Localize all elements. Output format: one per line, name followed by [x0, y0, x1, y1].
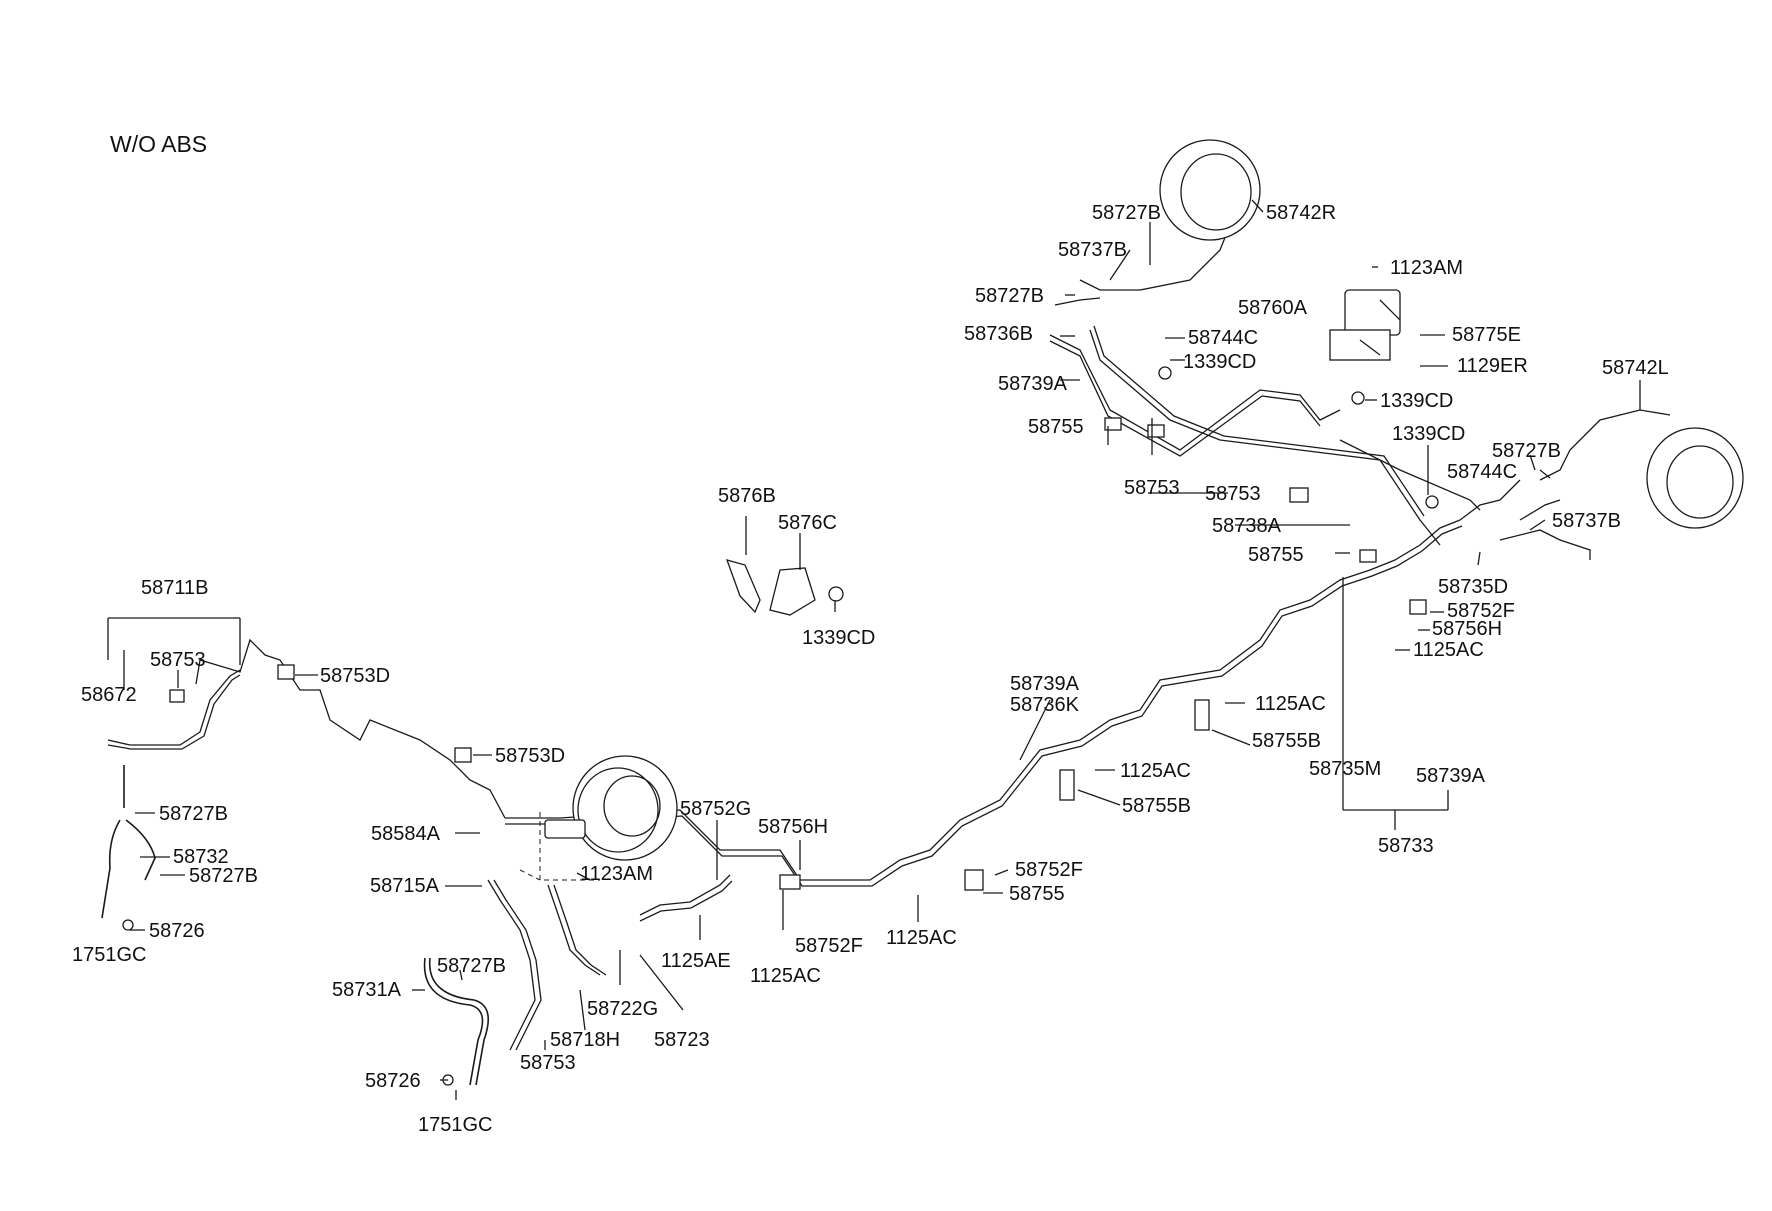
title-wo-abs: W/O ABS: [110, 131, 207, 157]
label-58711b: 58711B: [141, 577, 208, 599]
rear-right-drum: [1159, 139, 1261, 241]
label-58731a: 58731A: [332, 979, 402, 1001]
label-1129er: 1129ER: [1457, 355, 1528, 377]
clip-58753-b: [1147, 424, 1165, 438]
label-58775e: 58775E: [1452, 324, 1521, 346]
label-58738a: 58738A: [1212, 515, 1282, 537]
label-58726-b: 58726: [365, 1070, 421, 1092]
bolt-1339cd-a: [1158, 366, 1172, 380]
label-58727b-e: 58727B: [189, 865, 258, 887]
label-58735d: 58735D: [1438, 576, 1508, 598]
label-58736b: 58736B: [964, 323, 1033, 345]
label-58755b-a: 58755B: [1252, 730, 1321, 752]
label-58715a: 58715A: [370, 875, 440, 897]
rear-left-drum: [1646, 427, 1744, 529]
proportioning-valve-58760a: [1329, 289, 1401, 361]
brake-booster: [572, 755, 678, 861]
label-58753d-b: 58753D: [495, 745, 565, 767]
bolt-1339cd-b: [1351, 391, 1365, 405]
label-58755-b: 58755: [1248, 544, 1304, 566]
label-58756h-a: 58756H: [1432, 618, 1502, 640]
label-58735m: 58735M: [1309, 758, 1381, 780]
bracket-58755b-b: [1059, 769, 1075, 801]
label-58584a: 58584A: [371, 823, 441, 845]
label-1125ac-b: 1125AC: [750, 965, 821, 987]
clip-58753d-a: [277, 664, 295, 680]
label-58739a-b: 58739A: [1010, 673, 1080, 695]
label-58736k: 58736K: [1010, 694, 1080, 716]
label-1751gc-a: 1751GC: [72, 944, 147, 966]
label-58755-c: 58755: [1009, 883, 1065, 905]
clip-58755-c: [964, 869, 984, 891]
bracket-58755b-a: [1194, 699, 1210, 731]
label-1123am-a: 1123AM: [1390, 257, 1463, 279]
label-58753-a: 58753: [1124, 477, 1180, 499]
label-58722g: 58722G: [587, 998, 658, 1020]
label-58752f-c: 58752F: [1015, 859, 1083, 881]
label-58742r: 58742R: [1266, 202, 1336, 224]
label-58744c-b: 58744C: [1447, 461, 1517, 483]
bracket-5876b-5876c: [725, 559, 844, 616]
label-58672: 58672: [81, 684, 137, 706]
clip-58755-a: [1104, 417, 1122, 431]
label-58732: 58732: [173, 846, 229, 868]
label-5876c: 5876C: [778, 512, 837, 534]
rear-left-drum-inner: [1666, 445, 1734, 519]
label-58739a-c: 58739A: [1416, 765, 1486, 787]
label-58753-d: 58753: [520, 1052, 576, 1074]
label-1125ac-d: 1125AC: [1255, 693, 1326, 715]
leader-lines: [107, 199, 1641, 1100]
label-5876b: 5876B: [718, 485, 776, 507]
label-58752f-b: 58752F: [795, 935, 863, 957]
label-58727b-f: 58727B: [437, 955, 506, 977]
label-58737b-b: 58737B: [1552, 510, 1621, 532]
labels: W/O ABS 58742R 58727B 58737B 58727B 5873…: [72, 131, 1669, 1136]
label-58744c-a: 58744C: [1188, 327, 1258, 349]
label-58737b-a: 58737B: [1058, 239, 1127, 261]
label-58755-a: 58755: [1028, 416, 1084, 438]
clip-58753-c: [1289, 487, 1309, 503]
label-58753-c: 58753: [150, 649, 206, 671]
bolt-58726-a: [122, 919, 134, 931]
rear-right-drum-inner: [1180, 153, 1252, 231]
label-1339cd-d: 1339CD: [802, 627, 875, 649]
label-58756h-b: 58756H: [758, 816, 828, 838]
label-1125ac-e: 1125AC: [1120, 760, 1191, 782]
label-58718h: 58718H: [550, 1029, 620, 1051]
label-58727b-d: 58727B: [159, 803, 228, 825]
label-58742l: 58742L: [1602, 357, 1669, 379]
label-58752f-a: 58752F: [1447, 600, 1515, 622]
label-58727b-c: 58727B: [1492, 440, 1561, 462]
clip-58752f: [1409, 599, 1427, 615]
master-cylinder: [544, 819, 586, 839]
label-1125ac-c: 1125AC: [886, 927, 957, 949]
label-58752g: 58752G: [680, 798, 751, 820]
clip-58753-a: [169, 689, 185, 703]
label-1751gc-b: 1751GC: [418, 1114, 493, 1136]
bracket-58756h: [779, 874, 801, 890]
label-58726-a: 58726: [149, 920, 205, 942]
label-58753-b: 58753: [1205, 483, 1261, 505]
label-1123am-b: 1123AM: [580, 863, 653, 885]
label-58733: 58733: [1378, 835, 1434, 857]
label-58760a: 58760A: [1238, 297, 1308, 319]
label-58727b-a: 58727B: [1092, 202, 1161, 224]
label-1339cd-b: 1339CD: [1380, 390, 1453, 412]
label-58753d-a: 58753D: [320, 665, 390, 687]
label-58727b-b: 58727B: [975, 285, 1044, 307]
clip-58753d-b: [454, 747, 472, 763]
clip-58755-b: [1359, 549, 1377, 563]
label-1125ae: 1125AE: [661, 950, 731, 972]
label-58723: 58723: [654, 1029, 710, 1051]
label-1339cd-a: 1339CD: [1183, 351, 1256, 373]
label-58739a-a: 58739A: [998, 373, 1068, 395]
label-1339cd-c: 1339CD: [1392, 423, 1465, 445]
label-1125ac-a: 1125AC: [1413, 639, 1484, 661]
bolt-1339cd-c: [1425, 495, 1439, 509]
label-58755b-b: 58755B: [1122, 795, 1191, 817]
